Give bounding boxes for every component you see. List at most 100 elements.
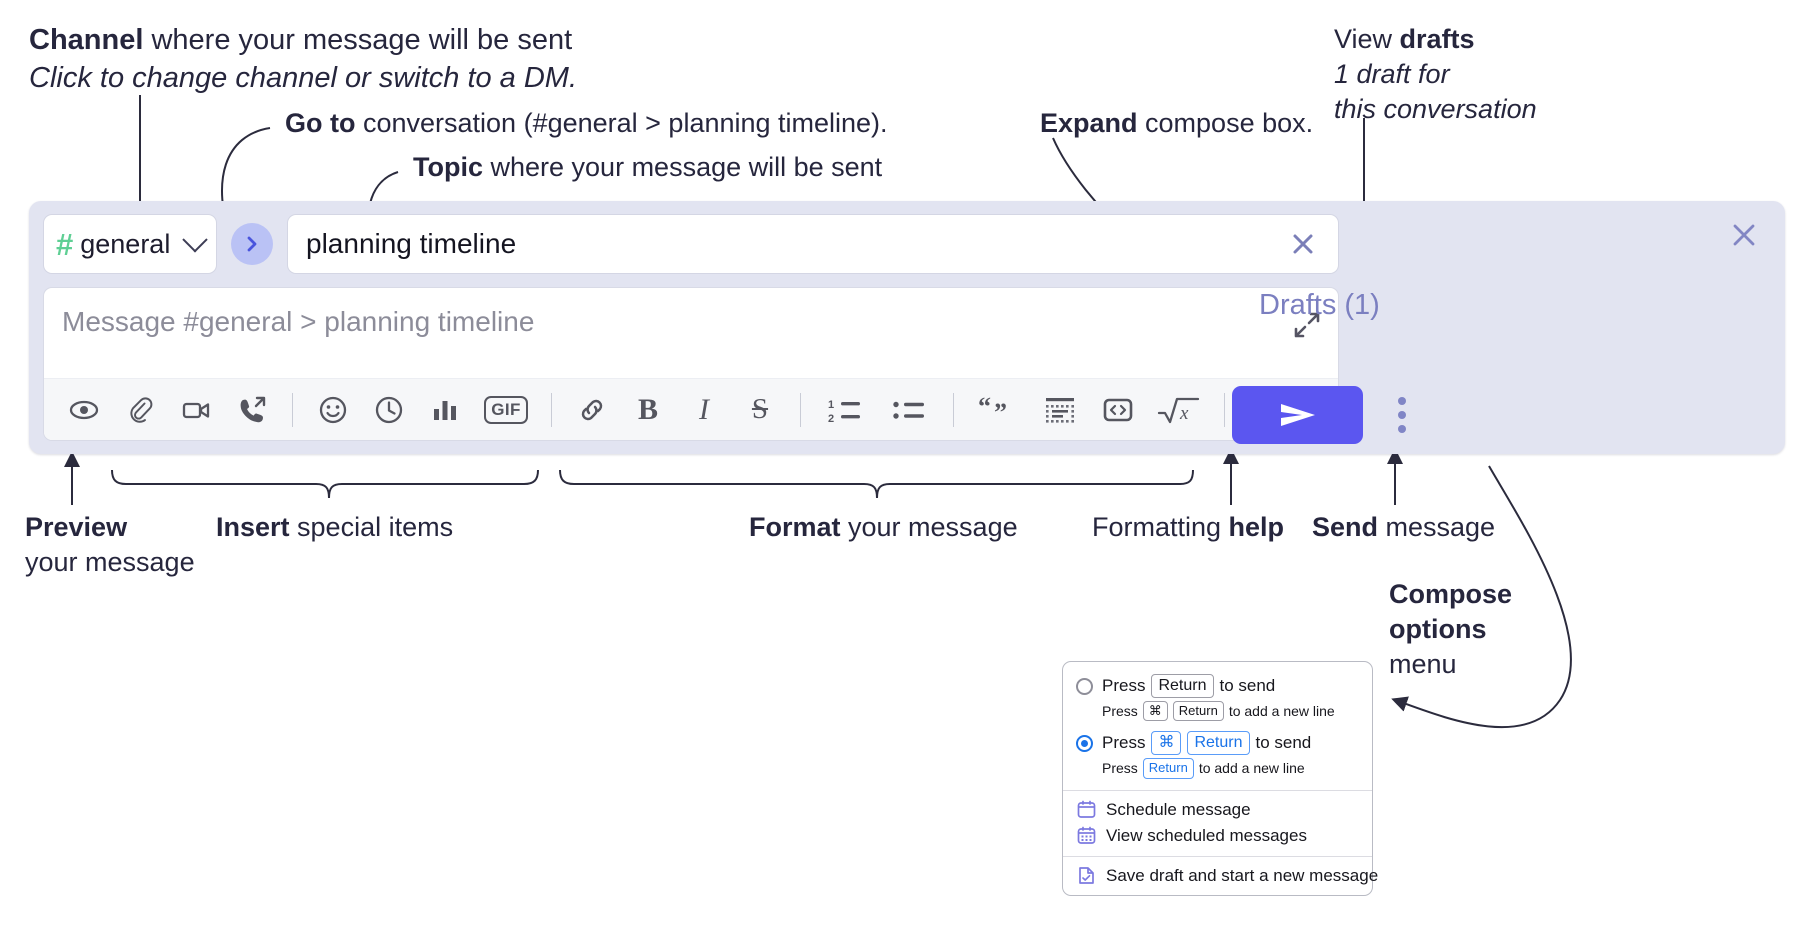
formatting-toolbar: GIF B I S bbox=[44, 378, 1338, 440]
compose-panel: # general planning timeline bbox=[29, 201, 1785, 454]
radio-cmd-return[interactable] bbox=[1076, 734, 1093, 752]
drafts-link[interactable]: Drafts (1) bbox=[1259, 289, 1380, 321]
divider-4 bbox=[953, 392, 954, 427]
annotation-channel-italic: Click to change channel or switch to a D… bbox=[29, 61, 578, 94]
preview-icon[interactable] bbox=[62, 388, 106, 432]
kebab-dot-3 bbox=[1398, 425, 1406, 433]
strikethrough-label: S bbox=[751, 393, 769, 425]
menu-item-save-draft[interactable]: Save draft and start a new message bbox=[1063, 863, 1378, 889]
compose-right: Drafts (1) bbox=[1232, 201, 1785, 454]
emoji-icon[interactable] bbox=[311, 388, 355, 432]
compose-left: # general planning timeline bbox=[43, 213, 1339, 441]
annotation-send: Send message bbox=[1312, 510, 1495, 545]
bold-icon[interactable]: B bbox=[626, 388, 670, 432]
annotation-topic: Topic where your message will be sent bbox=[413, 150, 882, 185]
italic-label: I bbox=[699, 392, 709, 426]
radio-option-return[interactable]: Press Return to send bbox=[1063, 672, 1372, 698]
video-icon[interactable] bbox=[174, 388, 218, 432]
italic-icon[interactable]: I bbox=[682, 388, 726, 432]
clock-icon[interactable] bbox=[367, 388, 411, 432]
annotation-drafts-italic2: this conversation bbox=[1334, 94, 1537, 125]
annotation-goto: Go to conversation (#general > planning … bbox=[285, 106, 888, 141]
radio-cmd-return-post: to send bbox=[1255, 733, 1312, 753]
radio-cmd-return-sub-post: to add a new line bbox=[1198, 760, 1305, 777]
annotation-send-bold: Send bbox=[1312, 512, 1379, 542]
annotation-drafts: View drafts 1 draft for this conversatio… bbox=[1334, 22, 1537, 127]
go-to-conversation-button[interactable] bbox=[231, 223, 273, 265]
menu-item-save-draft-label: Save draft and start a new message bbox=[1106, 865, 1379, 885]
poll-icon[interactable] bbox=[423, 388, 467, 432]
channel-selector[interactable]: # general bbox=[43, 214, 217, 274]
annotation-expand-rest: compose box. bbox=[1137, 108, 1314, 138]
annotation-channel: Channel where your message will be sent … bbox=[29, 22, 577, 97]
clear-topic-icon[interactable] bbox=[1282, 223, 1324, 265]
code-block-icon[interactable] bbox=[1036, 388, 1084, 432]
svg-text:”: ” bbox=[994, 398, 1007, 425]
annotation-channel-bold: Channel bbox=[29, 24, 144, 56]
annotation-compose-options: Compose options menu bbox=[1389, 577, 1512, 682]
radio-return-sub: Press ⌘ Return to add a new line bbox=[1063, 698, 1372, 725]
topic-field[interactable]: planning timeline bbox=[287, 214, 1339, 274]
radio-cmd-return-sub-pre: Press bbox=[1102, 760, 1138, 777]
bold-label: B bbox=[637, 392, 658, 426]
annotation-goto-rest: conversation (#general > planning timeli… bbox=[355, 108, 888, 138]
annotation-topic-rest: where your message will be sent bbox=[483, 152, 883, 182]
message-input[interactable]: Message #general > planning timeline bbox=[44, 288, 1338, 380]
latex-icon[interactable]: x bbox=[1152, 388, 1206, 432]
annotation-preview: Preview your message bbox=[25, 510, 195, 580]
annotation-format-bold: Format bbox=[749, 512, 841, 542]
radio-cmd-return-label: Press ⌘ Return to send bbox=[1102, 731, 1312, 756]
annotation-insert: Insert special items bbox=[216, 510, 453, 545]
radio-return-sub-post: to add a new line bbox=[1228, 703, 1335, 720]
calendar-grid-icon bbox=[1077, 826, 1096, 844]
topic-value: planning timeline bbox=[306, 228, 517, 259]
bulleted-list-icon[interactable] bbox=[883, 388, 935, 432]
annotation-drafts-normal: View bbox=[1334, 24, 1400, 54]
annotation-expand: Expand compose box. bbox=[1040, 106, 1313, 141]
channel-name: general bbox=[80, 228, 171, 259]
annotation-drafts-italic1: 1 draft for bbox=[1334, 59, 1450, 90]
radio-option-cmd-return[interactable]: Press ⌘ Return to send bbox=[1063, 725, 1372, 756]
annotation-goto-bold: Go to bbox=[285, 108, 356, 138]
annotation-channel-rest: where your message will be sent bbox=[143, 24, 573, 56]
annotation-preview-bold: Preview bbox=[25, 512, 128, 542]
annotation-format-rest: your message bbox=[840, 512, 1018, 542]
code-icon[interactable] bbox=[1096, 388, 1140, 432]
annotation-help-bold: help bbox=[1228, 512, 1285, 542]
radio-cmd-return-sub: Press Return to add a new line bbox=[1063, 755, 1372, 782]
radio-return-post: to send bbox=[1219, 676, 1276, 695]
key-return-2: Return bbox=[1172, 701, 1224, 722]
link-icon[interactable] bbox=[570, 388, 614, 432]
annotation-topic-bold: Topic bbox=[413, 152, 483, 182]
close-compose-icon[interactable] bbox=[1724, 215, 1764, 255]
key-cmd-2: ⌘ bbox=[1151, 731, 1182, 756]
kebab-dot-1 bbox=[1398, 397, 1406, 405]
calendar-icon bbox=[1077, 800, 1096, 818]
svg-text:1: 1 bbox=[828, 399, 834, 411]
attachment-icon[interactable] bbox=[118, 388, 162, 432]
chevron-right-icon bbox=[247, 236, 257, 252]
key-return-4: Return bbox=[1142, 758, 1194, 779]
menu-item-schedule-message[interactable]: Schedule message bbox=[1063, 797, 1372, 823]
send-icon bbox=[1280, 404, 1315, 426]
send-message-button[interactable] bbox=[1232, 386, 1363, 444]
message-placeholder: Message #general > planning timeline bbox=[62, 306, 535, 337]
annotation-preview-line2: your message bbox=[25, 547, 195, 578]
strikethrough-icon[interactable]: S bbox=[738, 388, 782, 432]
gif-icon[interactable]: GIF bbox=[479, 388, 533, 432]
compose-options-button[interactable] bbox=[1385, 391, 1419, 439]
menu-item-view-scheduled[interactable]: View scheduled messages bbox=[1063, 823, 1372, 849]
divider-1 bbox=[292, 392, 293, 427]
menu-item-view-scheduled-label: View scheduled messages bbox=[1106, 825, 1307, 845]
blockquote-icon[interactable]: “” bbox=[972, 388, 1024, 432]
call-icon[interactable] bbox=[230, 388, 274, 432]
annotation-help: Formatting help bbox=[1092, 510, 1284, 545]
expand-compose-box-icon[interactable] bbox=[1288, 306, 1326, 344]
divider-5 bbox=[1224, 392, 1225, 427]
chevron-down-icon bbox=[182, 227, 208, 253]
compose-options-menu: Press Return to send Press ⌘ Return to a… bbox=[1062, 661, 1378, 896]
menu-divider-2 bbox=[1063, 855, 1372, 857]
radio-return[interactable] bbox=[1076, 677, 1093, 695]
